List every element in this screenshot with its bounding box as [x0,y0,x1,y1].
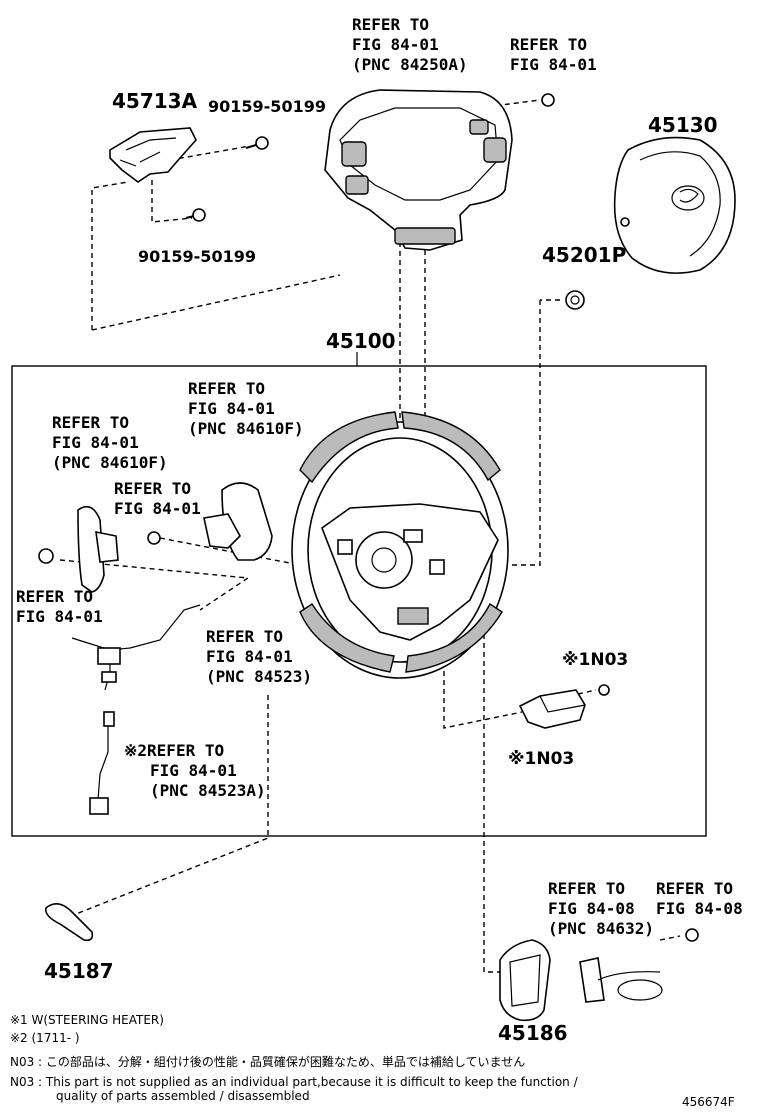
svg-text:FIG 84-08: FIG 84-08 [548,899,635,918]
svg-text:FIG 84-01: FIG 84-01 [206,647,293,666]
label-90159-bottom: 90159-50199 [138,247,256,266]
paddle-switch-left [38,505,119,593]
switch-bezel [324,89,513,251]
component-45186 [499,939,551,1022]
svg-text:※2REFER TO: ※2REFER TO [124,741,224,760]
svg-text:FIG 84-01: FIG 84-01 [510,55,597,74]
label-90159-top: 90159-50199 [208,97,326,116]
label-45713a: 45713A [112,89,198,113]
svg-text:(PNC 84632): (PNC 84632) [548,919,654,938]
label-45187: 45187 [44,959,114,983]
svg-text:FIG 84-01: FIG 84-01 [52,433,139,452]
svg-text:REFER TO: REFER TO [114,479,191,498]
note-serial: ※2 (1711- ) [10,1031,80,1045]
svg-text:REFER TO: REFER TO [656,879,733,898]
svg-text:REFER TO: REFER TO [188,379,265,398]
paddle-switch-center [147,482,273,561]
bracket-45713a [109,127,197,183]
note-n03-en-2: quality of parts assembled / disassemble… [56,1089,310,1103]
svg-text:(PNC 84610F): (PNC 84610F) [52,453,168,472]
steering-wheel-45100 [291,411,509,679]
ref-bottom-b: REFER TO FIG 84-08 [656,879,743,918]
part-labels: 45713A 90159-50199 90159-50199 45130 452… [44,89,718,1045]
heater-ecu-n03 [518,684,610,729]
svg-text:REFER TO: REFER TO [16,587,93,606]
svg-text:FIG 84-01: FIG 84-01 [150,761,237,780]
svg-text:REFER TO: REFER TO [206,627,283,646]
svg-text:REFER TO: REFER TO [548,879,625,898]
label-45201p: 45201P [542,243,626,267]
ref-top-right: REFER TO FIG 84-01 [510,35,597,74]
ref-bottom-a: REFER TO FIG 84-08 (PNC 84632) [548,879,654,938]
ref-left-mid: REFER TO FIG 84-01 [114,479,201,518]
svg-text:(PNC 84250A): (PNC 84250A) [352,55,468,74]
svg-text:(PNC 84523): (PNC 84523) [206,667,312,686]
bolt-90159-top [245,136,269,150]
svg-text:(PNC 84610F): (PNC 84610F) [188,419,304,438]
svg-text:FIG 84-01: FIG 84-01 [188,399,275,418]
footnotes: ※1 W(STEERING HEATER) ※2 (1711- ) N03 : … [10,1013,579,1103]
svg-text:REFER TO: REFER TO [52,413,129,432]
figure-code: 456674F [682,1095,735,1109]
cover-45187 [44,903,94,942]
note-n03-en-1: N03 : This part is not supplied as an in… [10,1075,579,1089]
label-45186: 45186 [498,1021,568,1045]
screw-top-right [541,93,555,107]
label-n03-top: ※1N03 [562,650,628,670]
ref-mid-center: REFER TO FIG 84-01 (PNC 84610F) [188,379,304,438]
label-45100: 45100 [326,329,396,353]
ref-harness: REFER TO FIG 84-01 (PNC 84523) [206,627,312,686]
ref-left-lower: REFER TO FIG 84-01 [16,587,103,626]
label-n03-bottom: ※1N03 [508,749,574,769]
svg-text:REFER TO: REFER TO [352,15,429,34]
wire-harness [71,604,201,815]
switch-84632 [579,928,699,1003]
assembly-frame [11,365,707,837]
ref-left-upper: REFER TO FIG 84-01 (PNC 84610F) [52,413,168,472]
svg-text:FIG 84-01: FIG 84-01 [114,499,201,518]
svg-text:REFER TO: REFER TO [510,35,587,54]
svg-text:FIG 84-08: FIG 84-08 [656,899,743,918]
label-45130: 45130 [648,113,718,137]
note-n03-jp: N03 : この部品は、分解・組付け後の性能・品質確保が困難なため、単品では補給… [10,1054,525,1069]
ref-harness-2: ※2REFER TO FIG 84-01 (PNC 84523A) [124,741,266,800]
bolt-90159-bottom [185,208,206,222]
nut-45201p [565,290,585,310]
note-steering-heater: ※1 W(STEERING HEATER) [10,1013,164,1027]
svg-text:(PNC 84523A): (PNC 84523A) [150,781,266,800]
svg-text:FIG 84-01: FIG 84-01 [352,35,439,54]
ref-top-center: REFER TO FIG 84-01 (PNC 84250A) [352,15,468,74]
airbag-45130 [613,136,736,274]
svg-text:FIG 84-01: FIG 84-01 [16,607,103,626]
